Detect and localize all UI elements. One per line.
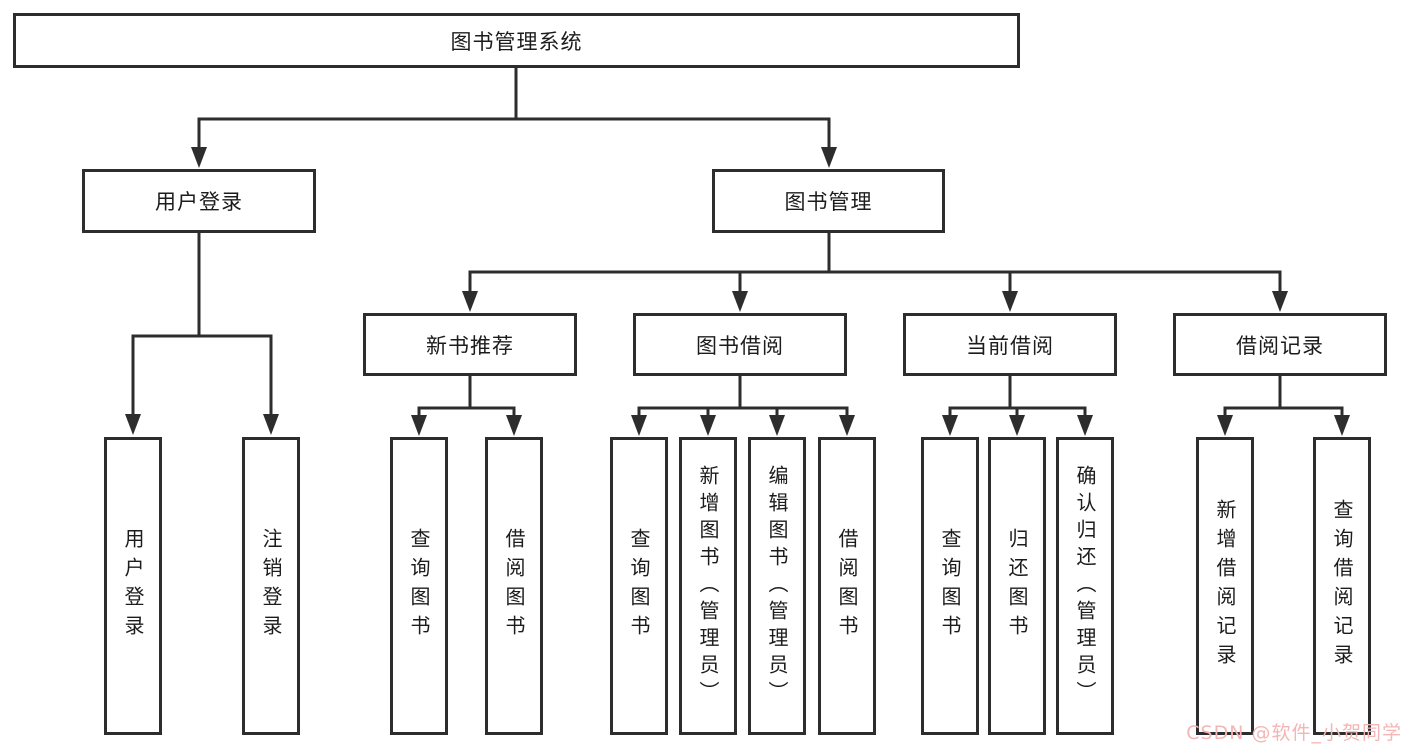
leaf-logout: 注销登录 xyxy=(242,437,300,735)
leaf-return-book: 归还图书 xyxy=(988,437,1046,735)
leaf-query-book-current: 查询图书 xyxy=(921,437,979,735)
borrow-records-box: 借阅记录 xyxy=(1173,313,1387,376)
leaf-user-login: 用户登录 xyxy=(104,437,162,735)
new-book-recommend-box: 新书推荐 xyxy=(363,313,577,376)
leaf-borrow-book-borrow: 借阅图书 xyxy=(818,437,876,735)
user-login-box: 用户登录 xyxy=(82,169,316,233)
leaf-add-borrow-record: 新增借阅记录 xyxy=(1196,437,1254,735)
book-borrow-box: 图书借阅 xyxy=(633,313,847,376)
leaf-query-borrow-record: 查询借阅记录 xyxy=(1313,437,1371,735)
csdn-watermark: CSDN @软件_小贺同学 xyxy=(1186,722,1402,744)
arrowheads xyxy=(125,147,1350,436)
leaf-add-book-admin: 新增图书（管理员） xyxy=(679,437,737,735)
system-root-box: 图书管理系统 xyxy=(13,13,1020,68)
leaf-query-book-newbook: 查询图书 xyxy=(390,437,448,735)
leaf-query-book-borrow: 查询图书 xyxy=(610,437,668,735)
leaf-confirm-return-admin: 确认归还（管理员） xyxy=(1056,437,1114,735)
current-borrow-box: 当前借阅 xyxy=(903,313,1117,376)
book-management-box: 图书管理 xyxy=(712,169,945,233)
leaf-borrow-book-newbook: 借阅图书 xyxy=(485,437,543,735)
leaf-edit-book-admin: 编辑图书（管理员） xyxy=(748,437,806,735)
